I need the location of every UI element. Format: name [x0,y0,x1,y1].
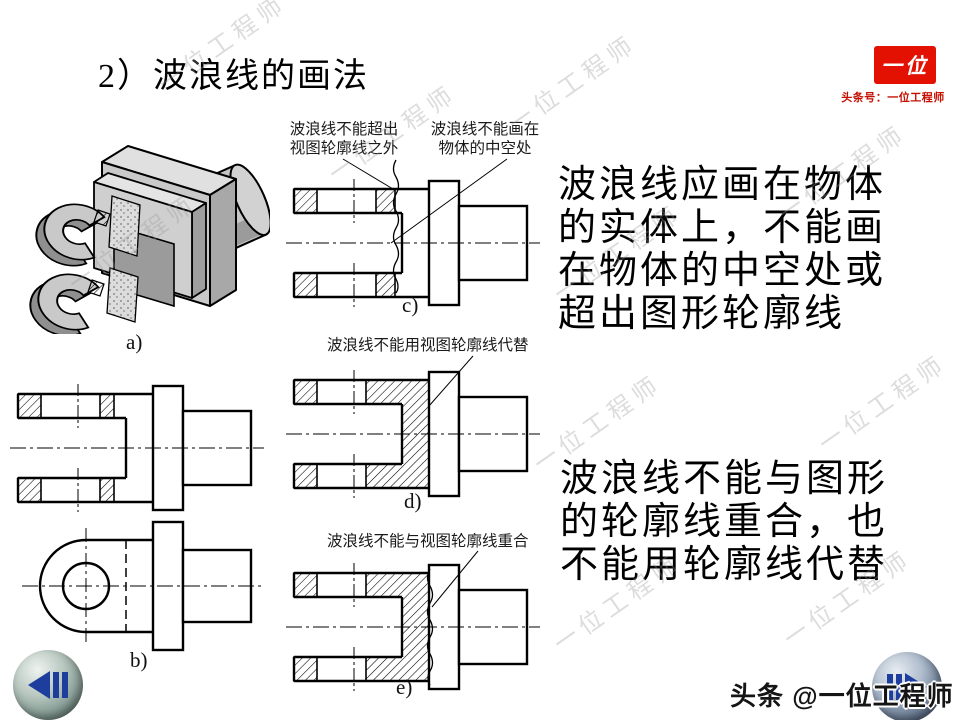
next-icon [905,673,927,701]
orthographic-view-wavy-errors [286,158,540,307]
figure-label-d: d) [404,489,422,513]
annotation-d: 波浪线不能用视图轮廓线代替 [327,337,529,354]
brand-caption: 头条号：一位工程师 [841,92,945,104]
leader-line [342,158,394,190]
rule-text-1: 波浪线应画在物体 的实体上，不能画 在物体的中空处或 超出图形轮廓线 [558,164,887,335]
rule-text-2: 波浪线不能与图形 的轮廓线重合，也 不能用轮廓线代替 [560,458,889,586]
annotation-c-left: 波浪线不能超出 视图轮廓线之外 [289,121,399,157]
orthographic-view-contour-replaces-wavy [286,355,540,498]
watermark: 一位工程师 [814,350,953,458]
leader-line [428,355,474,407]
orthographic-view-round-end [22,520,264,652]
figure-a-isometric [14,110,270,334]
figure-label-c: c) [402,293,419,317]
footer-credit: 头条 @一位工程师 [730,681,954,711]
figure-label-a: a) [126,330,143,354]
annotation-e: 波浪线不能与视图轮廓线重合 [327,533,529,550]
figure-b-top-view [6,510,268,658]
previous-icon-bar [62,672,68,698]
annotation-c-right: 波浪线不能画在 物体的中空处 [430,121,540,157]
fork-hooks [29,203,111,334]
wavy-break-line [426,568,434,686]
brand-logo: 一位 [874,46,936,84]
figure-label-e: e) [396,675,413,699]
figure-b-front-view [6,374,268,514]
fracture-surface-top [108,195,141,257]
wavy-break-line [392,159,400,294]
previous-slide-button[interactable] [13,650,83,720]
isometric-part-drawing [29,145,270,334]
leader-line [431,550,479,608]
page-title: 2）波浪线的画法 [98,58,369,95]
orthographic-view-wavy-on-contour [286,550,540,691]
figure-d-view [283,354,545,502]
figure-c-view [283,157,545,317]
orthographic-view-correct [10,384,264,512]
previous-icon [28,671,50,699]
next-icon-bar [887,674,893,700]
brand-logo-text: 一位 [881,54,929,78]
next-icon-bar [896,674,902,700]
previous-icon-bar [53,672,59,698]
fracture-surface-bottom [106,267,139,323]
figure-e-view [283,549,553,699]
figure-label-b: b) [130,648,148,672]
leader-line [390,158,508,244]
next-slide-button[interactable] [872,652,942,720]
